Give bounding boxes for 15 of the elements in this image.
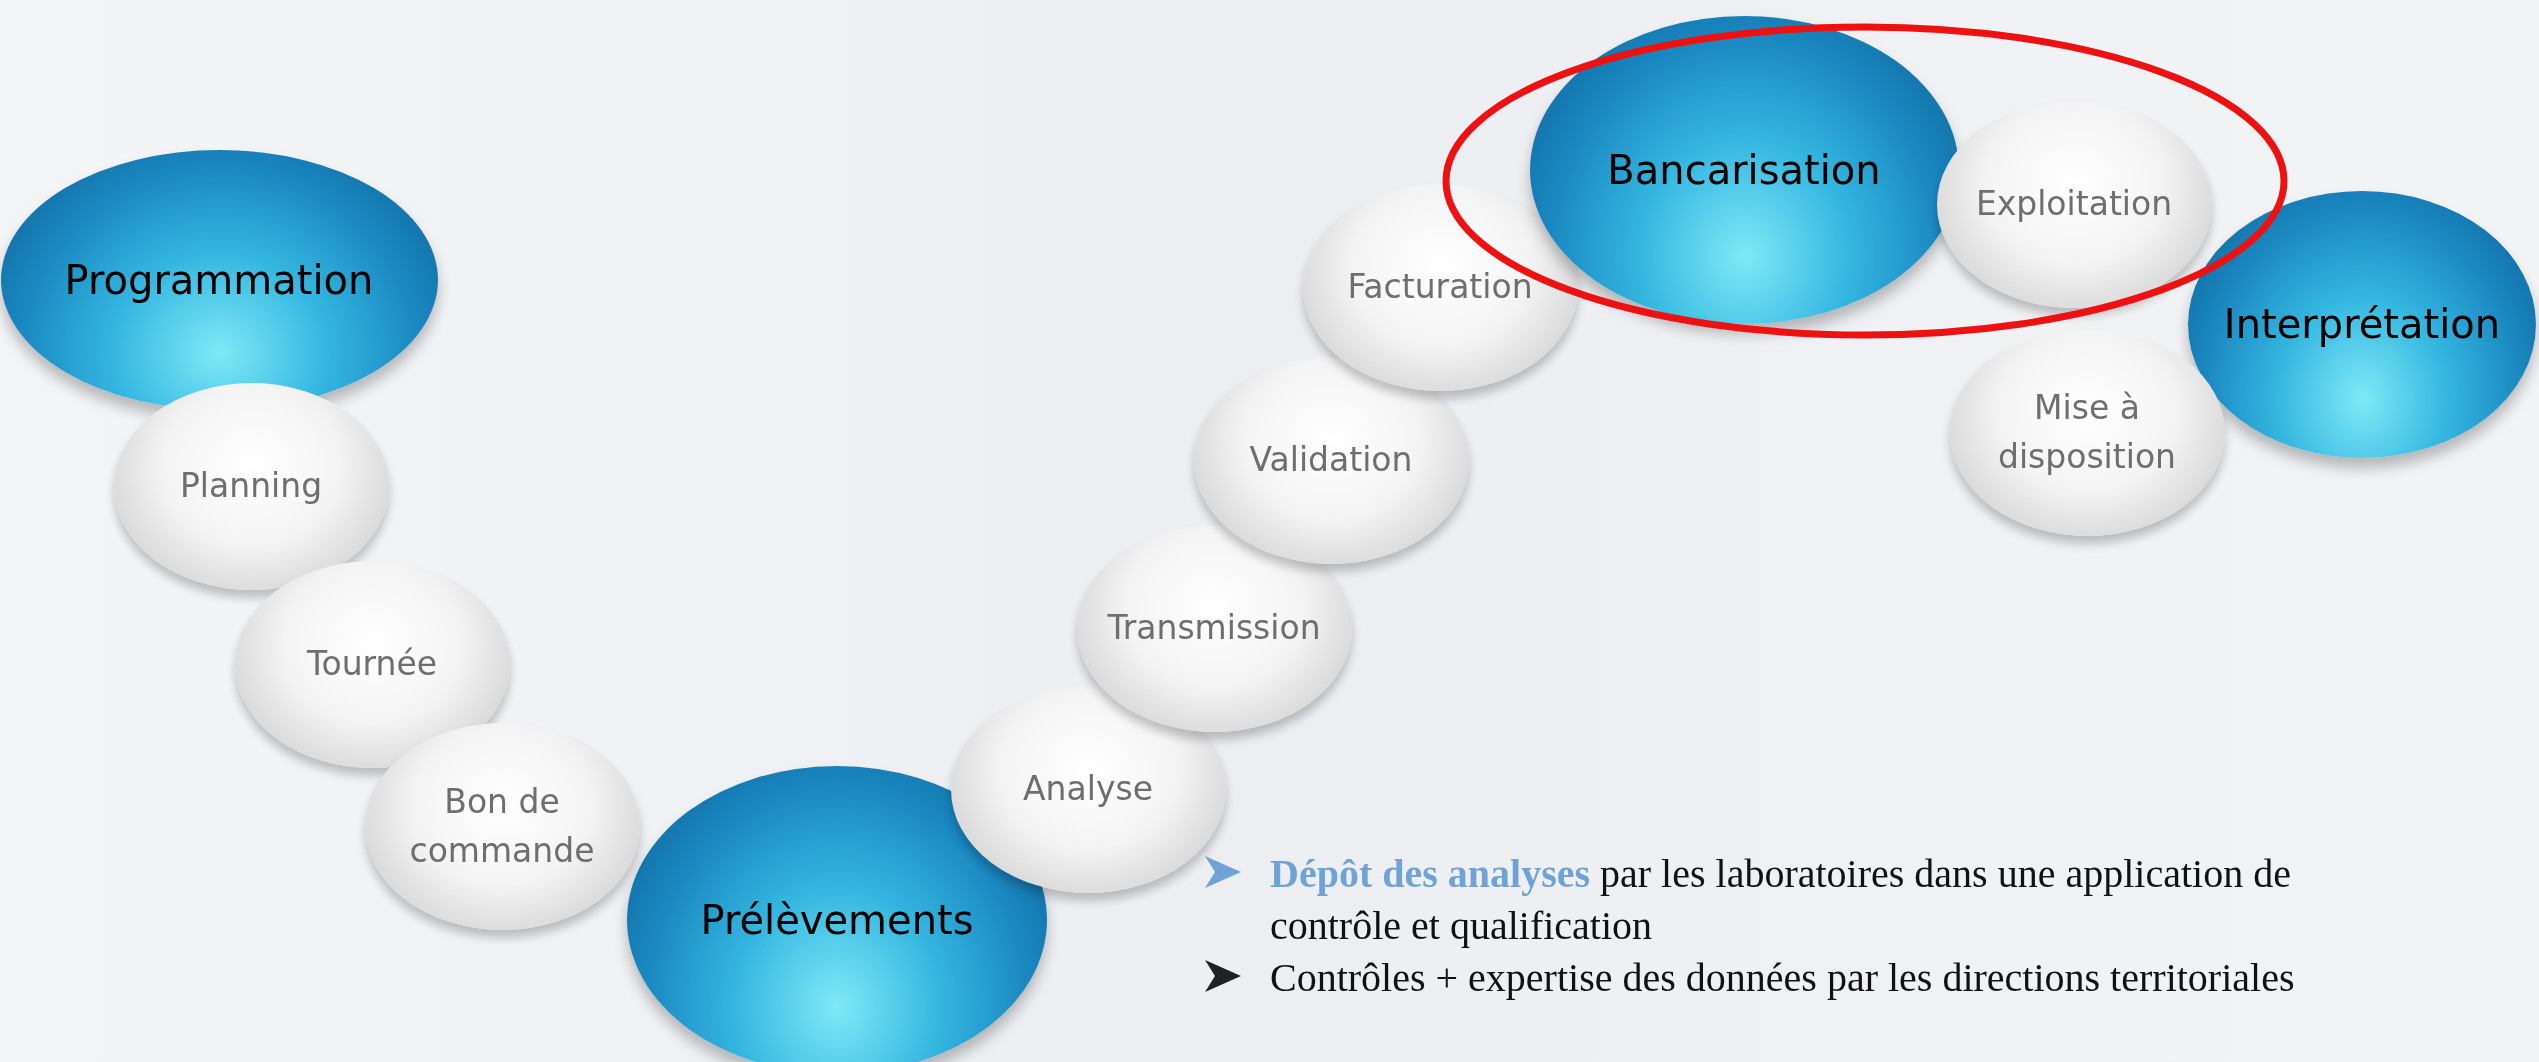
node-label: Planning: [178, 465, 324, 508]
node-label: Interprétation: [2222, 301, 2502, 347]
node-label: Prélèvements: [699, 897, 975, 943]
bullet-text: Dépôt des analyses par les laboratoires dans une application de contrôle et qualification: [1270, 851, 2291, 948]
node-label: Programmation: [63, 257, 375, 303]
bullet-text: Contrôles + expertise des données par les directions territoriales: [1270, 955, 2295, 1000]
node-label: Facturation: [1346, 266, 1534, 309]
node-label: Bon de commande: [408, 780, 596, 872]
node-label: Exploitation: [1974, 183, 2174, 226]
node-label: Tournée: [305, 643, 439, 686]
node-label: Transmission: [1106, 607, 1322, 650]
node-label: Bancarisation: [1606, 147, 1882, 193]
node-label: Validation: [1248, 439, 1414, 482]
node-label: Mise à disposition: [1997, 386, 2177, 478]
node-label: Analyse: [1022, 768, 1154, 811]
